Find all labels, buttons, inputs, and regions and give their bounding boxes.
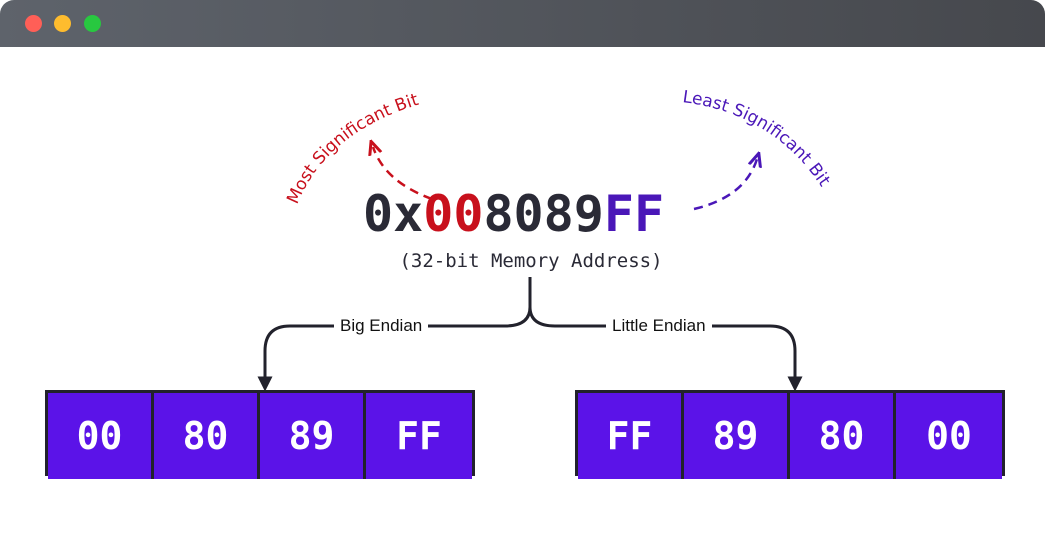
- big-endian-byte: FF: [366, 393, 472, 479]
- maximize-window-button[interactable]: [84, 15, 101, 32]
- lsb-pointer-arrow: [693, 159, 757, 211]
- address-middle-bytes: 8089: [483, 185, 604, 243]
- lsb-label: Least Significant Bit: [681, 87, 834, 190]
- little-endian-byte: 89: [684, 393, 790, 479]
- little-endian-bytes: FF 89 80 00: [575, 390, 1005, 479]
- big-endian-byte: 80: [154, 393, 260, 479]
- minimize-window-button[interactable]: [54, 15, 71, 32]
- address-caption: (32-bit Memory Address): [399, 250, 663, 272]
- big-endian-byte: 00: [48, 393, 154, 479]
- big-endian-byte: 89: [260, 393, 366, 479]
- big-endian-bytes: 00 80 89 FF: [45, 390, 475, 479]
- window-titlebar: [0, 0, 1045, 47]
- diagram-connectors: Most Significant Bit Least Significant B…: [257, 87, 834, 392]
- little-endian-label: Little Endian: [606, 314, 712, 338]
- little-endian-byte: 00: [896, 393, 1002, 479]
- close-window-button[interactable]: [25, 15, 42, 32]
- big-endian-label: Big Endian: [334, 314, 429, 338]
- memory-address: 0x008089FF: [363, 182, 664, 246]
- address-lsb-byte: FF: [603, 185, 665, 243]
- endianness-diagram: Most Significant Bit Least Significant B…: [0, 47, 1045, 549]
- little-endian-byte: 80: [790, 393, 896, 479]
- address-msb-byte: 00: [423, 185, 484, 243]
- little-endian-connector: [528, 306, 803, 392]
- address-prefix: 0x: [363, 185, 424, 243]
- little-endian-byte: FF: [578, 393, 684, 479]
